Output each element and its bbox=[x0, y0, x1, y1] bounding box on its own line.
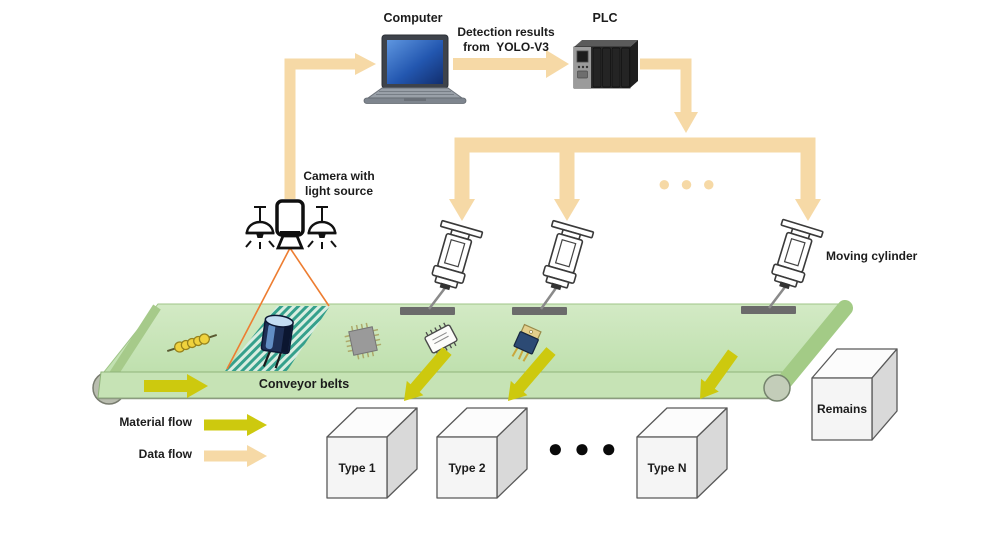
computer-label: Computer bbox=[383, 11, 443, 25]
lamp-right-icon bbox=[306, 205, 338, 251]
lamp-left-icon bbox=[244, 205, 276, 251]
conveyor-belts-label: Conveyor belts bbox=[258, 377, 350, 391]
bin-label-type-1: Type 1 bbox=[338, 460, 376, 475]
data-flow-ellipsis: ●●● bbox=[657, 171, 725, 196]
bin-label-type-2: Type 2 bbox=[448, 460, 486, 475]
component-transistor-icon bbox=[511, 323, 542, 362]
bin-box-type-1 bbox=[326, 407, 418, 499]
detection-results-label-line1: Detection results bbox=[457, 25, 555, 39]
bin-box-type-n bbox=[636, 407, 728, 499]
legend-material-arrow bbox=[204, 414, 267, 436]
component-chip-icon bbox=[344, 322, 382, 360]
legend-data-arrow bbox=[204, 445, 267, 467]
moving-cylinder-label: Moving cylinder bbox=[826, 249, 918, 263]
bin-label-remains: Remains bbox=[816, 402, 868, 416]
detection-results-label-line2: from YOLO-V3 bbox=[463, 40, 549, 54]
belt-roller-right bbox=[763, 374, 791, 402]
cylinder-rods bbox=[428, 286, 786, 310]
plc-label: PLC bbox=[592, 11, 618, 25]
moving-cylinder-icon-1 bbox=[423, 219, 484, 296]
bin-box-remains bbox=[811, 348, 898, 441]
pusher-pads bbox=[400, 306, 796, 315]
material-flow-arrows bbox=[144, 347, 738, 401]
camera-label-line2: light source bbox=[304, 184, 373, 198]
camera-fov-lines bbox=[226, 247, 330, 370]
moving-cylinder-icon-3 bbox=[763, 218, 824, 295]
camera-label-line1: Camera with bbox=[303, 169, 375, 183]
plc-icon bbox=[573, 40, 638, 89]
component-chip-outline-icon bbox=[424, 322, 458, 356]
component-capacitor-icon bbox=[260, 314, 294, 369]
moving-cylinder-icon-2 bbox=[534, 219, 595, 296]
bins-ellipsis: ●●● bbox=[547, 433, 628, 463]
legend-material-flow-label: Material flow bbox=[119, 415, 192, 429]
camera-icon bbox=[275, 199, 305, 250]
bin-box-type-2 bbox=[436, 407, 528, 499]
computer-icon bbox=[363, 34, 467, 104]
belt-end-wrap bbox=[772, 300, 853, 395]
legend-data-flow-label: Data flow bbox=[138, 447, 192, 461]
component-resistor-icon bbox=[166, 333, 218, 353]
data-flow-arrows bbox=[284, 50, 821, 221]
bin-label-type-n: Type N bbox=[647, 460, 687, 475]
